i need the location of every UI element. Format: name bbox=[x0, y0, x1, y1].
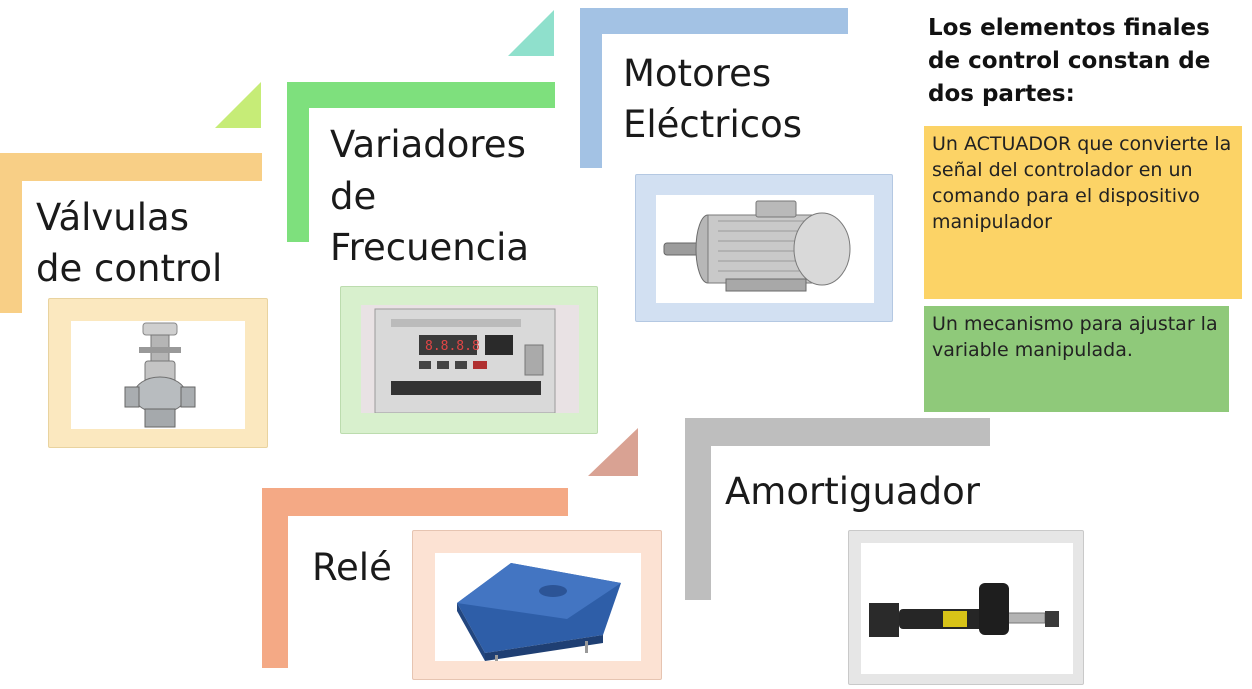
variadores-triangle bbox=[508, 10, 554, 56]
amortiguador-image bbox=[861, 543, 1073, 674]
rele-triangle bbox=[588, 428, 638, 476]
shock-absorber-icon bbox=[869, 583, 1059, 637]
actuator-box: Un ACTUADOR que convierte la señal del c… bbox=[924, 126, 1242, 299]
rele-image-frame bbox=[412, 530, 662, 680]
rele-bracket-top bbox=[262, 488, 568, 516]
frequency-drive-icon: 8.8.8.8 bbox=[361, 305, 579, 413]
motores-image bbox=[656, 195, 874, 303]
electric-motor-icon bbox=[663, 200, 851, 292]
amortiguador-bracket-side bbox=[685, 418, 711, 600]
svg-text:8.8.8.8: 8.8.8.8 bbox=[425, 339, 480, 354]
motores-image-frame bbox=[635, 174, 893, 322]
relay-icon bbox=[457, 563, 621, 661]
sidebar-heading: Los elementos finales de control constan… bbox=[928, 15, 1211, 107]
rele-image bbox=[435, 553, 641, 661]
motores-label-line2: Eléctricos bbox=[623, 103, 803, 146]
variadores-image: 8.8.8.8 bbox=[361, 305, 579, 413]
rele-label: Relé bbox=[312, 546, 392, 589]
control-valve-icon bbox=[124, 322, 196, 428]
motores-label-line1: Motores bbox=[623, 52, 772, 95]
rele-bracket-side bbox=[262, 488, 288, 668]
variadores-bracket-top bbox=[287, 82, 555, 108]
valvulas-bracket-top bbox=[0, 153, 262, 181]
valvulas-image-frame bbox=[48, 298, 268, 448]
amortiguador-bracket-top bbox=[685, 418, 990, 446]
variadores-label-line2: de bbox=[330, 175, 377, 218]
valvulas-label-line1: Válvulas bbox=[36, 196, 189, 239]
motores-bracket-top bbox=[580, 8, 848, 34]
variadores-label-line3: Frecuencia bbox=[330, 226, 530, 269]
variadores-bracket-side bbox=[287, 82, 309, 242]
valvulas-image bbox=[71, 321, 245, 429]
valvulas-label-line2: de control bbox=[36, 247, 223, 290]
amortiguador-label: Amortiguador bbox=[725, 470, 980, 513]
valvulas-triangle bbox=[215, 82, 261, 128]
variadores-image-frame: 8.8.8.8 bbox=[340, 286, 598, 434]
valvulas-bracket-side bbox=[0, 153, 22, 313]
motores-bracket-side bbox=[580, 8, 602, 168]
mechanism-box: Un mecanismo para ajustar la variable ma… bbox=[924, 306, 1229, 412]
amortiguador-image-frame bbox=[848, 530, 1084, 685]
variadores-label-line1: Variadores bbox=[330, 123, 526, 166]
